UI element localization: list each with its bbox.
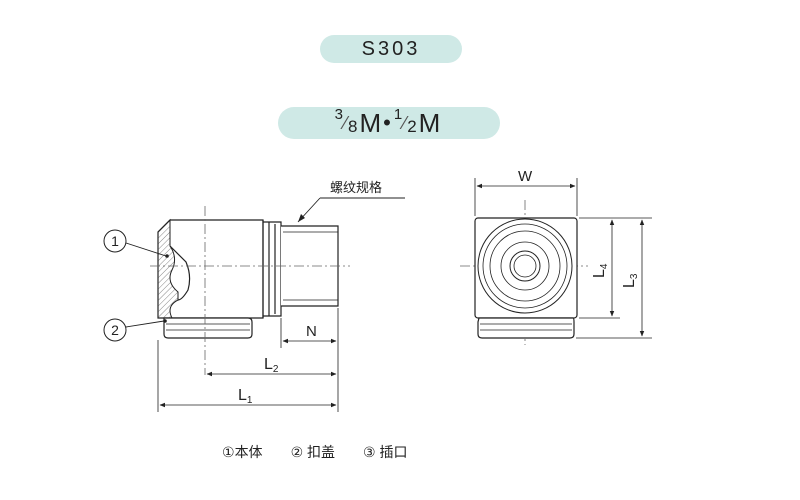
dim-L2-letter: L [264,356,273,373]
legend-mark-1: ① [222,444,235,460]
callout-1: 1 [103,229,169,258]
size-fraction-slash-2: ⁄ [403,112,407,133]
size-unit-2: M [418,107,441,138]
dim-L1-subscript: 1 [247,395,253,406]
dim-L4-letter: L [591,269,608,278]
size-fraction-slash-1: ⁄ [343,112,347,133]
model-badge: S303 [320,35,462,63]
front-view [474,217,578,339]
front-dimensions [474,178,652,339]
size-denominator-1: 8 [348,117,358,136]
side-dimensions [157,308,339,412]
legend-item-cap: ② 扣盖 [291,442,335,462]
dim-W-label: W [518,168,533,185]
thread-spec-leader [297,197,405,223]
parts-legend: ①本体 ② 扣盖 ③ 插口 [222,442,407,462]
dim-L3-letter: L [621,279,638,288]
dim-L2-subscript: 2 [273,364,279,375]
size-numerator-2: 1 [393,105,403,123]
legend-mark-2: ② [290,444,304,460]
dim-L2-label: L2 [264,356,279,375]
callout-1-number: 1 [111,233,119,249]
side-view [157,218,339,339]
legend-item-socket: ③ 插口 [363,442,407,462]
dim-N-label: N [306,323,317,340]
callout-2-number: 2 [111,322,119,338]
dim-L3-subscript: 3 [629,273,640,279]
model-label: S303 [361,37,421,60]
size-denominator-2: 2 [407,117,417,136]
dim-L1-label: L1 [238,387,253,406]
dim-L4-label: L4 [591,263,610,278]
dim-L4-subscript: 4 [599,263,610,269]
legend-item-body: ①本体 [222,442,263,462]
size-unit-1: M [359,107,382,138]
dim-L3-label: L3 [621,273,640,288]
dim-L1-letter: L [238,387,247,404]
legend-label-1: 本体 [234,444,263,460]
legend-label-2: 扣盖 [307,444,336,460]
size-numerator-1: 3 [334,105,343,123]
size-separator: • [383,110,391,135]
legend-label-3: 插口 [379,444,408,460]
thread-spec-label: 螺纹规格 [330,180,382,195]
body-cavity [169,245,191,301]
front-cap-outline [477,317,575,339]
legend-mark-3: ③ [363,444,376,460]
cap-outline [163,317,253,339]
callout-2: 2 [103,318,167,342]
body-section-hatch [157,218,179,319]
